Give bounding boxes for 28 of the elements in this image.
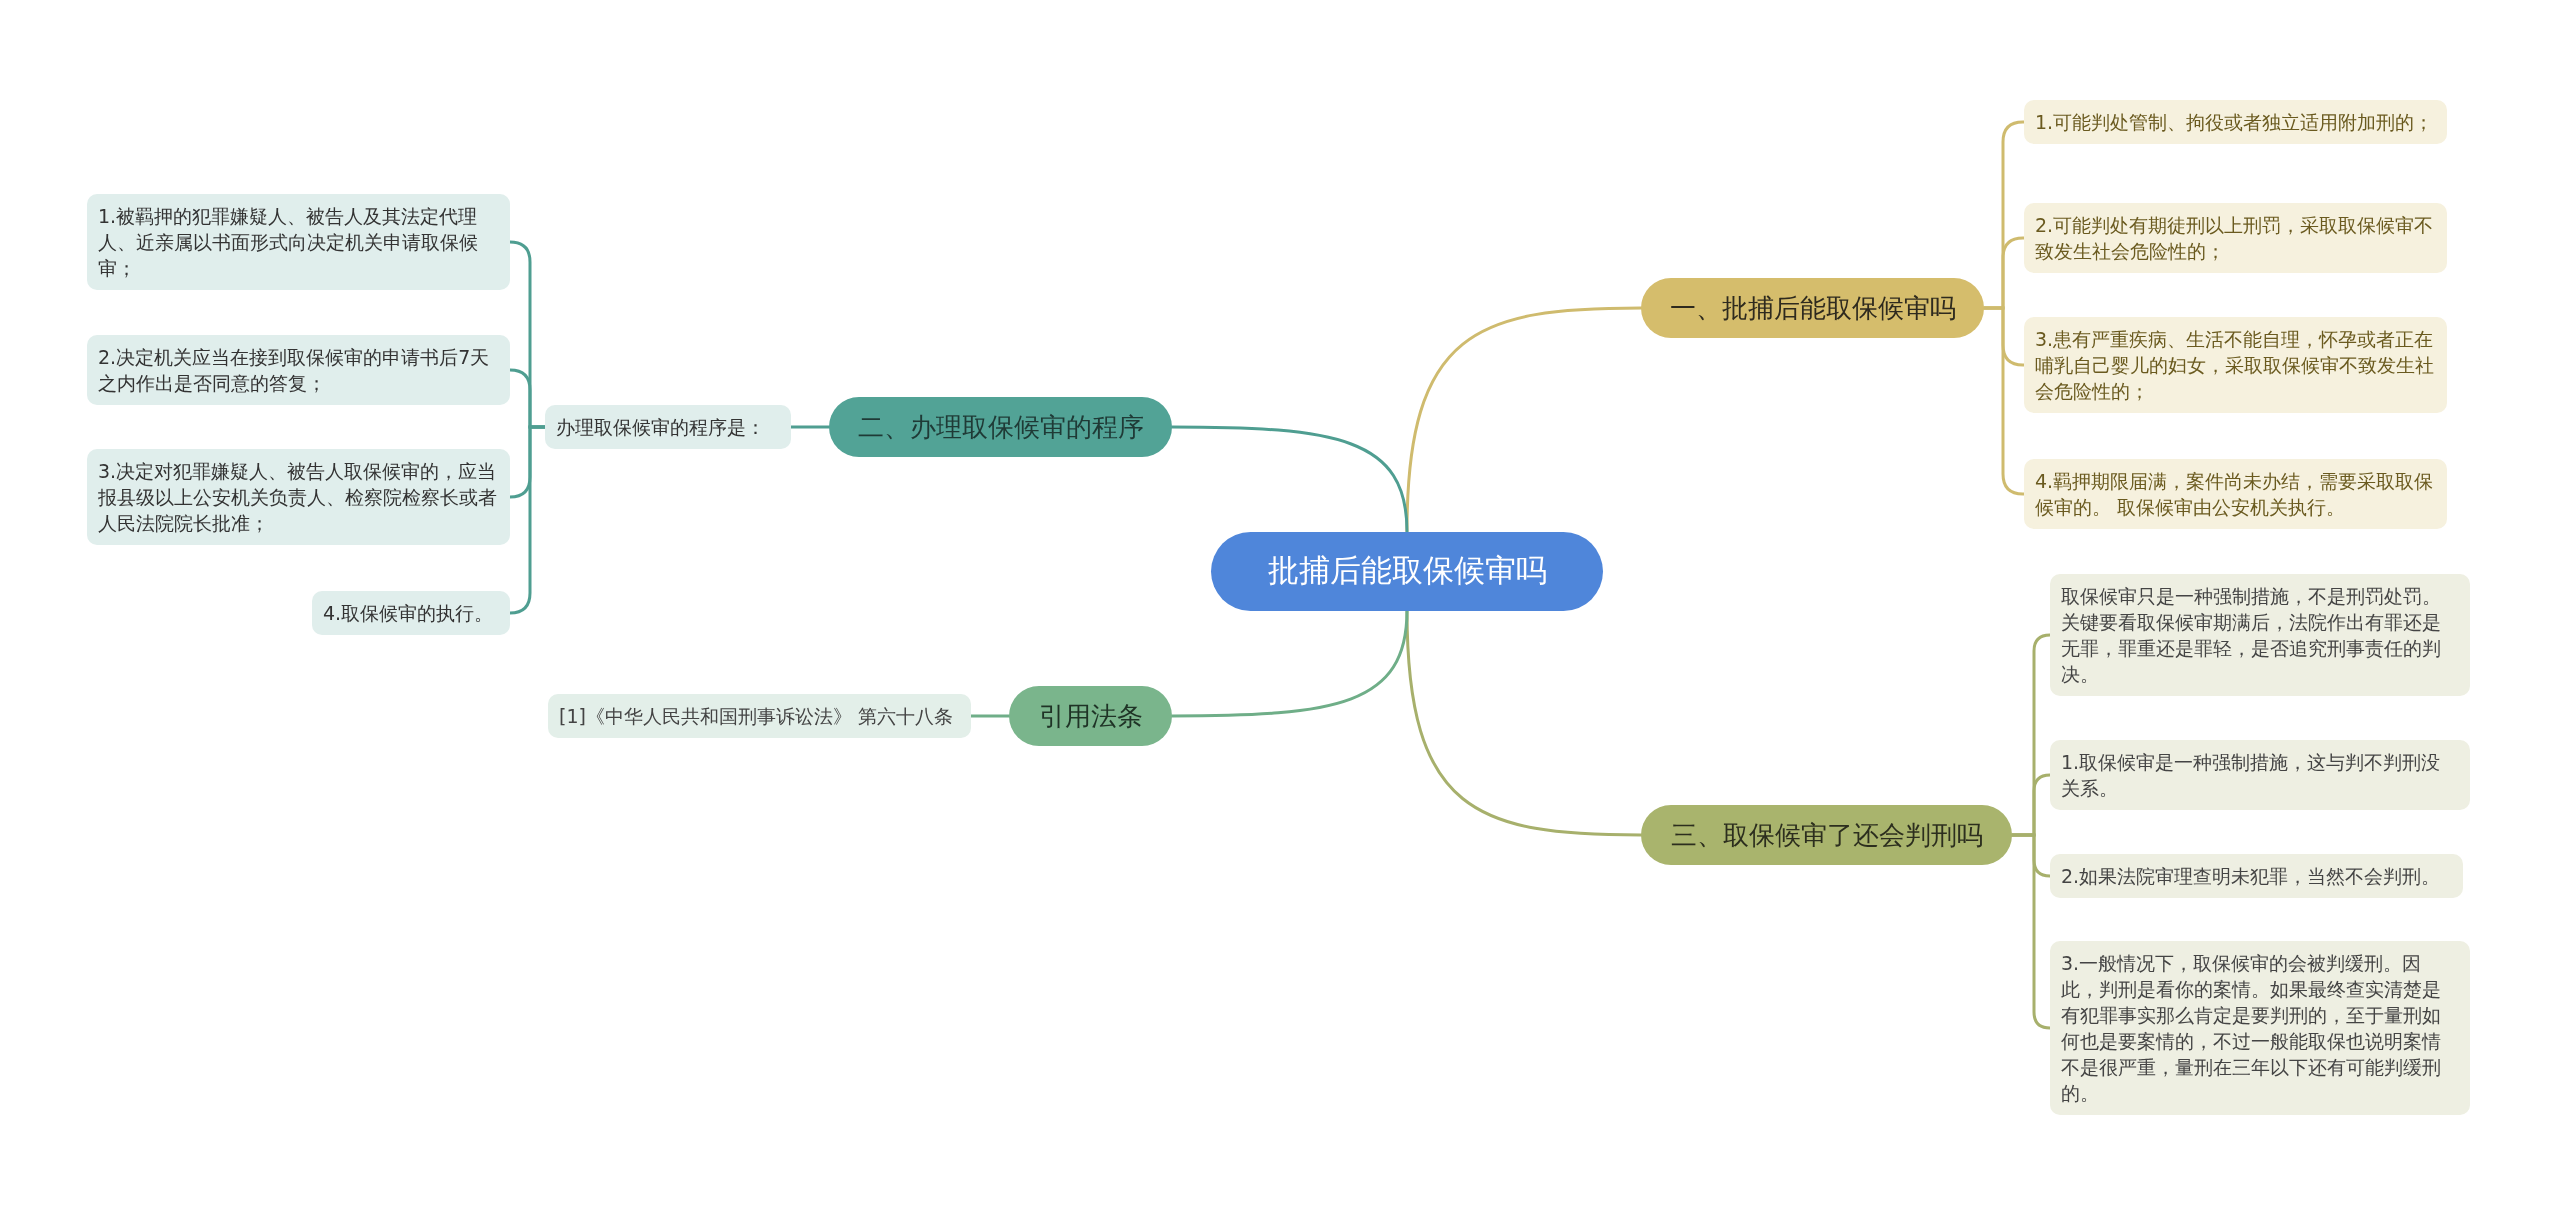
connector-line	[1405, 306, 1643, 533]
connector-line	[1170, 425, 1409, 533]
connector-line	[789, 425, 831, 429]
subtopic-box: 3.决定对犯罪嫌疑人、被告人取保候审的，应当报县级以上公安机关负责人、检察院检察长或者人民法院院长批准；	[87, 449, 510, 545]
subtopic-box: 3.一般情况下，取保候审的会被判缓刑。因此，判刑是看你的案情。如果最终查实清楚是有犯罪事实那么肯定是要判刑的，至于量刑如何也是要案情的，不过一般能取保也说明案情不是很严重，量刑在三年以下还有可能判缓刑的。	[2050, 941, 2470, 1115]
central-topic: 批捕后能取保候审吗	[1211, 531, 1603, 611]
subtopic-box: 4.取保候审的执行。	[312, 591, 510, 635]
connector-line	[1405, 609, 1643, 837]
subtopic-box: 2.决定机关应当在接到取保候审的申请书后7天之内作出是否同意的答复；	[87, 335, 510, 405]
subtopic-box: 1.取保候审是一种强制措施，这与判不判刑没关系。	[2050, 740, 2470, 810]
connector-line	[508, 425, 547, 615]
branch-topic: 引用法条	[1009, 686, 1172, 746]
subtopic-box: 办理取保候审的程序是：	[545, 405, 791, 449]
subtopic-box: 2.可能判处有期徒刑以上刑罚，采取取保候审不致发生社会危险性的；	[2024, 203, 2447, 273]
subtopic-box: 取保候审只是一种强制措施，不是刑罚处罚。关键要看取保候审期满后，法院作出有罪还是无罪，罪重还是罪轻，是否追究刑事责任的判决。	[2050, 574, 2470, 696]
branch-topic: 二、办理取保候审的程序	[829, 397, 1172, 457]
subtopic-box: 3.患有严重疾病、生活不能自理，怀孕或者正在哺乳自己婴儿的妇女，采取取保候审不致发生社会危险性的；	[2024, 317, 2447, 413]
connector-line	[969, 714, 1011, 718]
subtopic-box: 1.被羁押的犯罪嫌疑人、被告人及其法定代理人、近亲属以书面形式向决定机关申请取保候审；	[87, 194, 510, 290]
subtopic-box: [1]《中华人民共和国刑事诉讼法》 第六十八条	[548, 694, 971, 738]
connector-line	[1170, 609, 1409, 718]
connector-line	[2010, 833, 2052, 1030]
subtopic-box: 1.可能判处管制、拘役或者独立适用附加刑的；	[2024, 100, 2447, 144]
subtopic-box: 2.如果法院审理查明未犯罪，当然不会判刑。	[2050, 854, 2463, 898]
branch-topic: 一、批捕后能取保候审吗	[1641, 278, 1984, 338]
branch-topic: 三、取保候审了还会判刑吗	[1641, 805, 2012, 865]
connector-line	[1982, 306, 2026, 496]
subtopic-box: 4.羁押期限届满，案件尚未办结，需要采取取保候审的。 取保候审由公安机关执行。	[2024, 459, 2447, 529]
